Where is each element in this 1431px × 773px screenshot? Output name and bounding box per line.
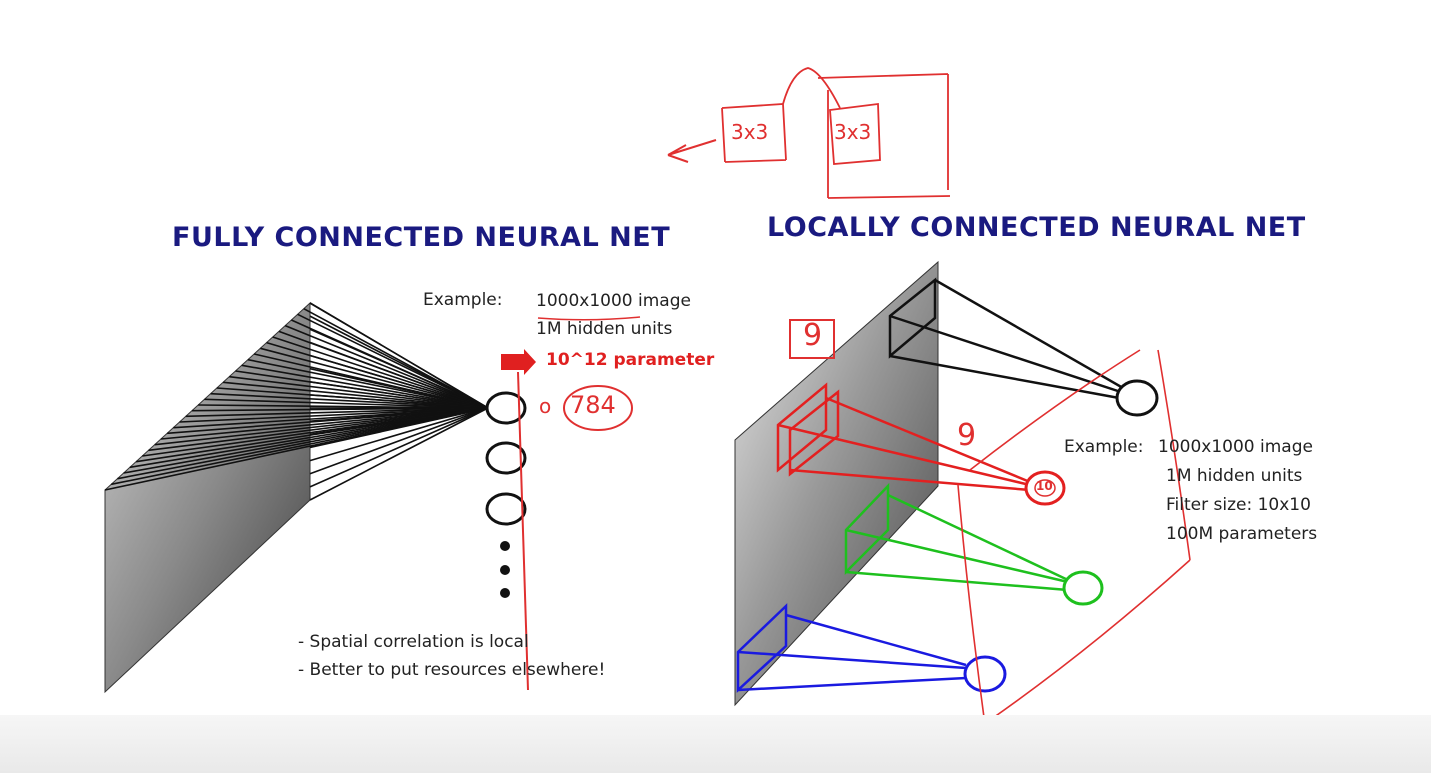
fc-connection-line: [185, 407, 489, 418]
handwritten-kernel-right: 3x3: [834, 120, 872, 144]
fc-hidden-unit: [485, 441, 527, 475]
title-locally-connected: LOCALLY CONNECTED NEURAL NET: [767, 212, 1306, 243]
fc-hidden-unit: [485, 391, 527, 425]
fc-connection-line: [309, 407, 489, 436]
fc-connection-line: [309, 407, 489, 501]
fc-connection-line: [309, 407, 489, 449]
ellipsis-dot: [500, 541, 510, 551]
note-item: - Better to put resources elsewhere!: [298, 660, 606, 680]
fc-connection-line: [309, 407, 489, 475]
lc-example-line: 100M parameters: [1166, 524, 1318, 544]
fc-connection-line: [148, 407, 489, 452]
fc-hidden-unit: [485, 492, 527, 526]
fc-connection-line: [309, 341, 489, 409]
receptive-field-green: [844, 482, 1069, 592]
fc-input-image: [104, 301, 311, 694]
lc-example-line: Filter size: 10x10: [1166, 495, 1311, 515]
fc-connection-line: [229, 375, 489, 409]
fc-connections: [104, 302, 489, 501]
handwritten-784: 784: [570, 391, 616, 419]
handwritten-10: 10: [1036, 479, 1053, 493]
fc-connection-line: [309, 315, 489, 409]
fc-connection-line: [309, 394, 489, 409]
lc-hidden-unit-blue: [963, 655, 1007, 693]
layer-sketch-stroke: [957, 349, 1191, 726]
fc-example-line: 1000x1000 image: [536, 291, 691, 311]
handwritten-kernel-left: 3x3: [731, 120, 769, 144]
handwritten-9-boxed: 9: [803, 318, 823, 353]
annotation-box-9: [789, 319, 835, 359]
lc-hidden-unit-red: [1024, 470, 1066, 506]
frame-stroke: [721, 67, 841, 163]
ellipsis-dot: [500, 588, 510, 598]
note-item: - Spatial correlation is local: [298, 632, 529, 652]
fc-connection-line: [154, 407, 489, 446]
circled-784: [563, 385, 633, 431]
lc-example-line: 1M hidden units: [1166, 466, 1303, 486]
fc-connection-line: [309, 407, 489, 488]
receptive-field-blue: [736, 603, 967, 693]
handwritten-o: o: [539, 394, 552, 418]
fc-connection-line: [210, 392, 489, 409]
fc-connection-line: [309, 381, 489, 409]
fc-connection-line: [284, 324, 489, 409]
lc-hidden-unit-green: [1062, 570, 1104, 606]
fc-connection-line: [309, 407, 489, 462]
fc-connection-line: [309, 367, 489, 409]
fc-example-label: Example:: [423, 290, 503, 310]
lc-input-image: [734, 260, 939, 707]
receptive-field-red: [776, 382, 1031, 492]
fc-notes: - Spatial correlation is local - Better …: [298, 628, 605, 684]
lc-example-label: Example:: [1064, 437, 1144, 457]
red-arrow-marker: [501, 349, 536, 375]
fc-connection-line: [272, 336, 489, 409]
handwritten-9: 9: [957, 418, 977, 453]
title-fully-connected: FULLY CONNECTED NEURAL NET: [172, 222, 671, 253]
fc-connection-line: [160, 407, 489, 440]
frame-stroke: [817, 73, 951, 199]
lc-example-line: 1000x1000 image: [1158, 437, 1313, 457]
underline-stroke: [537, 316, 641, 321]
fc-example-line: 1M hidden units: [536, 319, 673, 339]
fc-connection-line: [309, 354, 489, 409]
fc-connection-line: [179, 407, 489, 423]
fc-connection-line: [309, 407, 489, 422]
circled-10: [1034, 479, 1056, 497]
fc-connection-line: [222, 381, 489, 409]
lc-hidden-unit-black: [1115, 379, 1159, 417]
fc-connection-line: [309, 328, 489, 409]
ellipsis-dot: [500, 565, 510, 575]
fc-connection-line: [241, 364, 489, 409]
fc-connection-line: [204, 398, 489, 409]
fc-connection-line: [309, 302, 489, 409]
arrow-left-stroke: [667, 139, 717, 163]
vertical-stroke: [517, 371, 529, 691]
fc-connection-line: [260, 347, 489, 409]
bottom-band: [0, 715, 1431, 773]
fc-parameter-count: 10^12 parameter: [546, 350, 715, 370]
